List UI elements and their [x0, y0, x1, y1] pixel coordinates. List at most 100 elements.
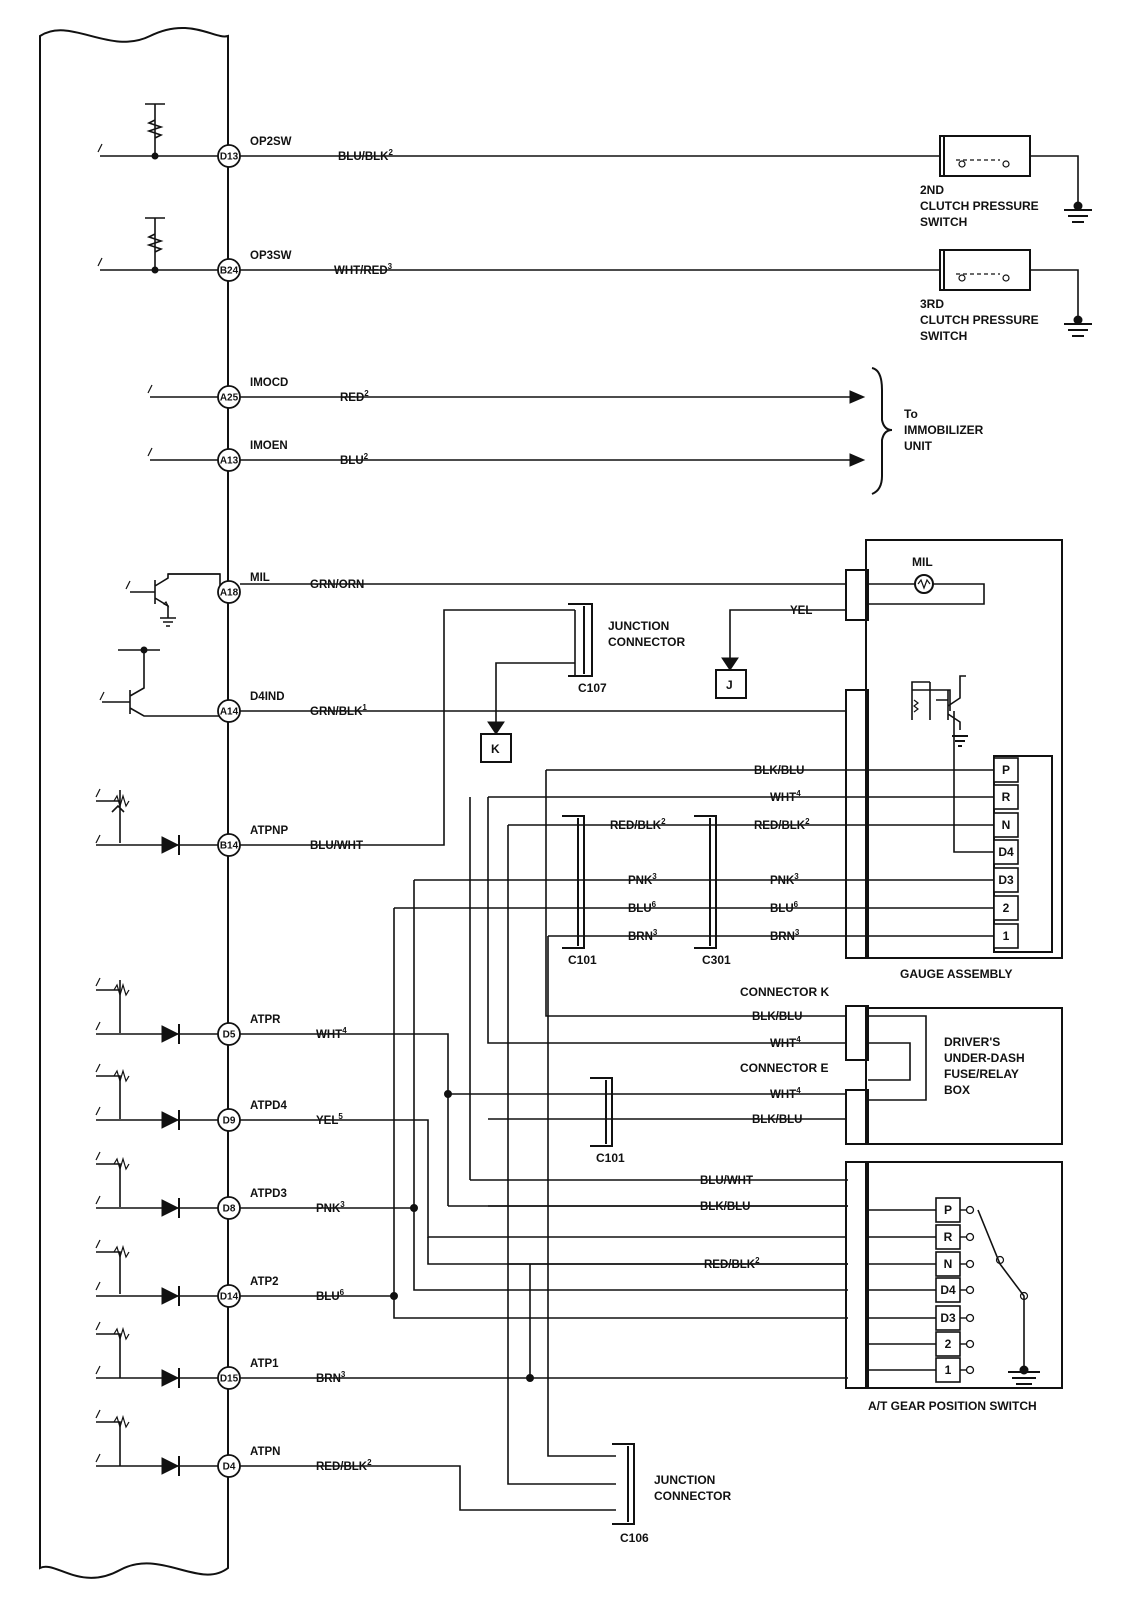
fuse-box-label-1: DRIVER'S — [944, 1035, 1000, 1049]
c101-lower-id: C101 — [596, 1151, 625, 1165]
switch-cell-label: 2 — [945, 1337, 952, 1351]
ecm-internal-circuits — [96, 103, 221, 1476]
pin-signal: IMOCD — [250, 377, 288, 389]
gauge-cell-label: D4 — [998, 845, 1014, 859]
pin-id: D8 — [223, 1204, 236, 1215]
immobilizer-label-1: To — [904, 407, 918, 421]
pin-signal: ATPR — [250, 1014, 281, 1026]
wire-gauge-redblk-right-label: RED/BLK2 — [754, 817, 810, 832]
pin-signal: ATP2 — [250, 1276, 279, 1288]
gauge-cell-label: D3 — [998, 873, 1014, 887]
switch-cell-label: D3 — [940, 1311, 956, 1325]
clutch2-label-3: SWITCH — [920, 215, 967, 229]
fuse-box-label-2: UNDER-DASH — [944, 1051, 1025, 1065]
ecm-pin-atpd4: D9 ATPD4 — [217, 1100, 287, 1132]
pin-id: B14 — [220, 841, 239, 852]
switch-cell-2: 2 — [868, 1331, 975, 1357]
gauge-cell-d3: D3 — [993, 867, 1019, 893]
ecm-pin-op3sw: B24 OP3SW — [217, 250, 292, 282]
junction-c107-label-2: CONNECTOR — [608, 635, 685, 649]
connector-c301 — [694, 815, 717, 949]
wire-switch-redblk-label: RED/BLK2 — [704, 1256, 760, 1271]
ecm-pin-imocd: A25 IMOCD — [217, 377, 288, 409]
wire-gauge-blu-right-label: BLU6 — [770, 900, 799, 915]
wire-runs — [240, 155, 994, 1511]
gauge-cell-n: N — [993, 812, 1019, 838]
pin-id: D14 — [220, 1292, 239, 1303]
gauge-cell-label: N — [1002, 818, 1011, 832]
gauge-cell-1: 1 — [993, 923, 1019, 949]
switch-cell-label: D4 — [940, 1283, 956, 1297]
pin-signal: MIL — [250, 572, 270, 584]
ecm-outline — [39, 26, 229, 1579]
immobilizer-arrows — [849, 367, 893, 495]
gauge-assembly-label: GAUGE ASSEMBLY — [900, 967, 1012, 981]
clutch-3rd-switch — [939, 249, 1092, 337]
pin-signal: OP3SW — [250, 250, 292, 262]
mil-lamp-label: MIL — [912, 555, 933, 569]
gauge-cell-label: P — [1002, 763, 1010, 777]
switch-cell-1: 1 — [868, 1357, 975, 1383]
gauge-cell-d4: D4 — [993, 839, 1019, 865]
ecm-pin-atp2: D14 ATP2 — [217, 1276, 279, 1308]
gear-switch-label: A/T GEAR POSITION SWITCH — [868, 1399, 1037, 1413]
junction-connector-c106 — [612, 1443, 635, 1525]
terminal-k-label: K — [491, 742, 500, 756]
junction-c106-label-1: JUNCTION — [654, 1473, 715, 1487]
wire-d4ind-label: GRN/BLK1 — [310, 703, 367, 718]
wire-imocd-label: RED2 — [340, 389, 369, 404]
wire-mil-label: GRN/ORN — [310, 579, 364, 591]
wire-e-blkblu-label: BLK/BLU — [752, 1114, 802, 1126]
wire-atp1-label: BRN3 — [316, 1370, 346, 1385]
pin-signal: ATPD3 — [250, 1188, 287, 1200]
gauge-cell-r: R — [993, 784, 1019, 810]
gauge-cell-label: 2 — [1003, 901, 1010, 915]
wire-atpr-label: WHT4 — [316, 1026, 347, 1041]
switch-cell-label: 1 — [945, 1363, 952, 1377]
wire-gauge-wht-label: WHT4 — [770, 789, 801, 804]
junction-c107-id: C107 — [578, 681, 607, 695]
pin-id: D4 — [223, 1462, 236, 1473]
wire-atpd3-label: PNK3 — [316, 1200, 345, 1215]
connector-k-label: CONNECTOR K — [740, 985, 829, 999]
c301-id: C301 — [702, 953, 731, 967]
pin-id: A18 — [220, 588, 239, 599]
connector-c101-upper — [562, 815, 585, 949]
fuse-box-label-3: FUSE/RELAY — [944, 1067, 1019, 1081]
junction-c107-label-1: JUNCTION — [608, 619, 669, 633]
clutch3-label-2: CLUTCH PRESSURE — [920, 313, 1039, 327]
gear-position-switch — [845, 1161, 1063, 1389]
fuse-relay-box — [845, 1005, 1063, 1145]
wire-gauge-pnk-left-label: PNK3 — [628, 872, 657, 887]
wire-op3-label: WHT/RED3 — [334, 262, 393, 277]
clutch-2nd-switch — [939, 135, 1092, 223]
fuse-box-label-4: BOX — [944, 1083, 970, 1097]
switch-cell-label: P — [944, 1203, 952, 1217]
wire-atpd4-label: YEL5 — [316, 1112, 343, 1127]
pin-id: D9 — [223, 1116, 236, 1127]
pin-signal: IMOEN — [250, 440, 288, 452]
wire-gauge-pnk-right-label: PNK3 — [770, 872, 799, 887]
pin-id: A14 — [220, 707, 239, 718]
pin-id: D15 — [220, 1374, 239, 1385]
junction-connector-c107 — [568, 603, 593, 677]
pin-id: A25 — [220, 393, 239, 404]
pin-signal: ATPD4 — [250, 1100, 287, 1112]
c101-upper-id: C101 — [568, 953, 597, 967]
pin-id: A13 — [220, 456, 239, 467]
gauge-cell-p: P — [993, 757, 1019, 783]
switch-cell-p: P — [868, 1197, 975, 1223]
wire-atpn-label: RED/BLK2 — [316, 1458, 372, 1473]
switch-cell-d4: D4 — [868, 1277, 975, 1303]
terminal-j-label: J — [726, 678, 733, 692]
pin-id: B24 — [220, 266, 239, 277]
switch-cell-label: N — [944, 1257, 953, 1271]
ecm-input-stubs — [95, 143, 153, 1463]
gauge-cell-2: 2 — [993, 895, 1019, 921]
wire-e-wht-label: WHT4 — [770, 1086, 801, 1101]
wire-op2-label: BLU/BLK2 — [338, 148, 393, 163]
